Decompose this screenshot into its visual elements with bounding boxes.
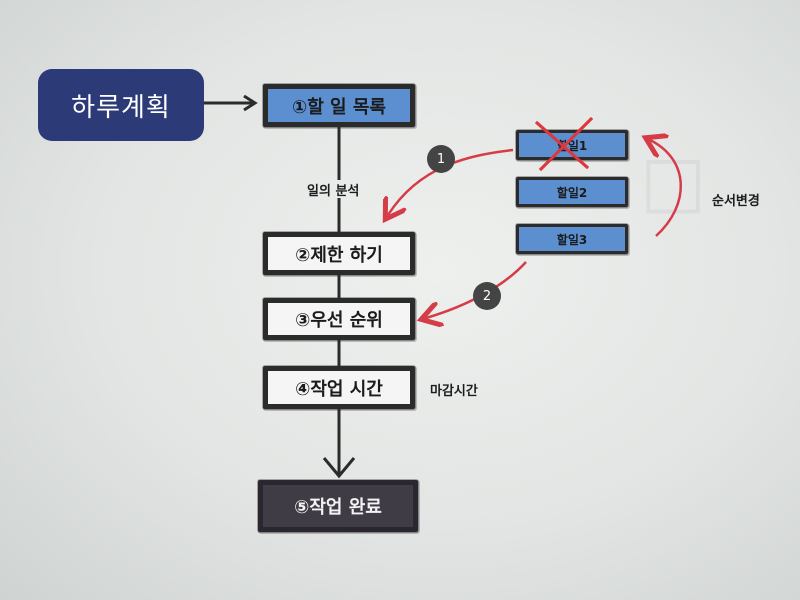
reorder-arrow [650,140,682,237]
badge-1: 1 [427,145,455,173]
step-work-time: ④작업 시간 [263,366,415,409]
step-work-complete: ⑤작업 완료 [258,480,418,532]
spine-arrowhead [322,457,356,479]
reorder-label: 순서변경 [712,194,760,209]
badge-2: 2 [473,282,501,310]
step-limit: ②제한 하기 [263,232,415,275]
analysis-label: 일의 분석 [307,184,360,199]
daily-plan-node: 하루계획 [38,69,204,141]
step-todo-list: ①할 일 목록 [263,84,415,127]
plan-arrowhead [243,94,258,112]
deadline-label: 마감시간 [430,384,478,399]
step-priority: ③우선 순위 [263,298,415,340]
task-3: 할일3 [516,224,628,254]
task-2: 할일2 [516,177,628,207]
task-1: 할일1 [516,130,628,160]
